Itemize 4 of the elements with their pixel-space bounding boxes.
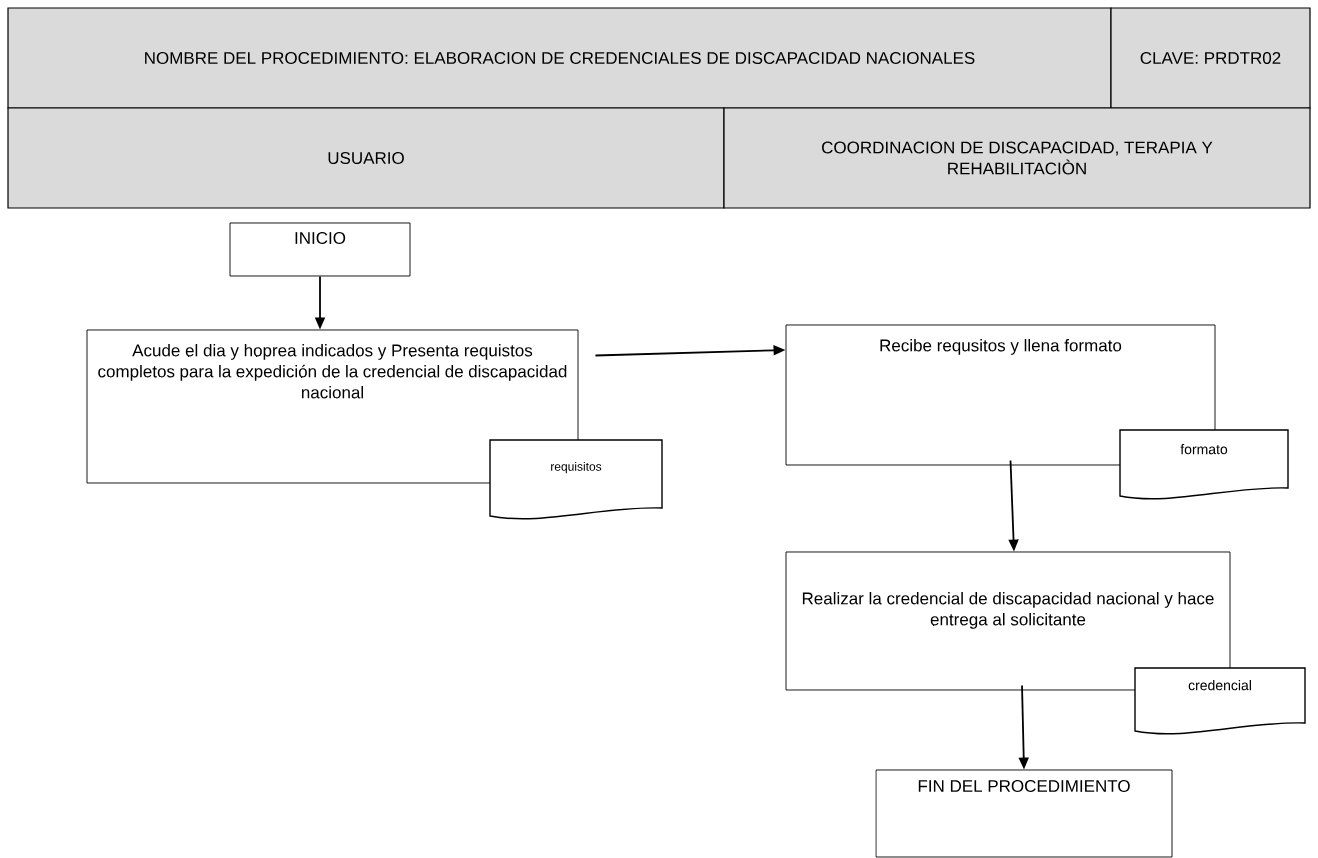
start-box: INICIO: [229, 222, 411, 277]
lane-header: USUARIO: [7, 107, 725, 209]
end-box: FIN DEL PROCEDIMIENTO: [875, 769, 1173, 858]
header-cell: CLAVE: PRDTR02: [1110, 7, 1311, 109]
